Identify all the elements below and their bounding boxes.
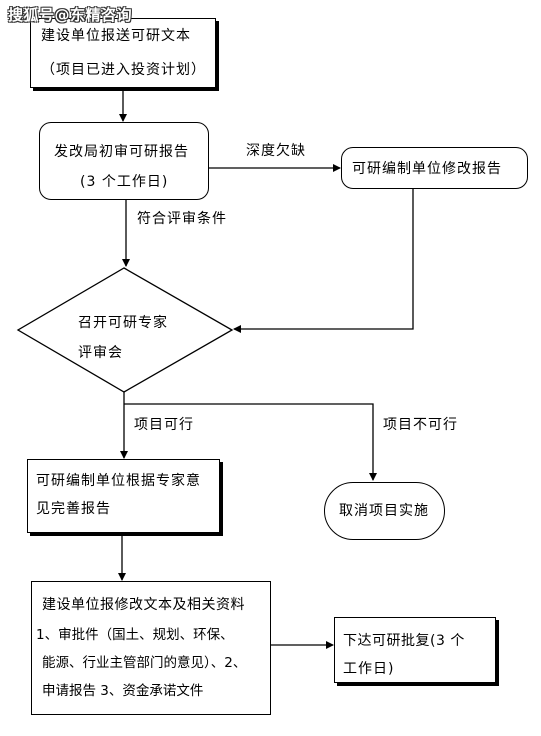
node-improve-line1: 可研编制单位根据专家意	[36, 473, 201, 489]
node-submit-line2: （项目已进入投资计划）	[41, 62, 206, 78]
node-approval-line2: 工作日)	[343, 661, 395, 677]
node-submit-line1: 建设单位报送可研文本	[41, 28, 191, 44]
node-cancel: 取消项目实施	[324, 482, 445, 540]
node-review: 发改局初审可研报告 (3 个工作日)	[39, 122, 209, 200]
node-revise-text: 可研编制单位修改报告	[352, 161, 502, 177]
edge-label-meets: 符合评审条件	[137, 211, 227, 227]
node-meeting-line2: 评审会	[78, 345, 123, 361]
node-materials-line1: 建设单位报修改文本及相关资料	[42, 597, 245, 613]
node-approval-line1: 下达可研批复(3 个	[343, 633, 465, 649]
node-materials-line4: 申请报告 3、资金承诺文件	[42, 683, 204, 699]
node-cancel-text: 取消项目实施	[339, 503, 429, 519]
node-meeting-line1: 召开可研专家	[78, 315, 168, 331]
node-review-line2: (3 个工作日)	[80, 174, 169, 190]
node-revise: 可研编制单位修改报告	[341, 147, 528, 189]
node-submit: 建设单位报送可研文本 （项目已进入投资计划）	[30, 18, 216, 88]
node-improve-line2: 见完善报告	[36, 501, 111, 517]
node-improve: 可研编制单位根据专家意 见完善报告	[27, 459, 220, 533]
node-materials-line2: 1、审批件（国土、规划、环保、	[36, 627, 234, 643]
edge-label-deficient: 深度欠缺	[246, 143, 306, 159]
node-review-line1: 发改局初审可研报告	[54, 144, 189, 160]
node-materials: 建设单位报修改文本及相关资料 1、审批件（国土、规划、环保、 能源、行业主管部门…	[31, 581, 271, 715]
arrow-revise-to-meeting	[233, 189, 414, 333]
edge-label-infeasible: 项目不可行	[383, 417, 458, 433]
arrow-meeting-to-cancel	[124, 403, 377, 481]
watermark: 搜狐号@东精咨询	[8, 6, 133, 24]
edge-label-feasible: 项目可行	[134, 417, 194, 433]
node-materials-line3: 能源、行业主管部门的意见）、2、	[42, 655, 247, 671]
node-approval: 下达可研批复(3 个 工作日)	[334, 617, 496, 683]
